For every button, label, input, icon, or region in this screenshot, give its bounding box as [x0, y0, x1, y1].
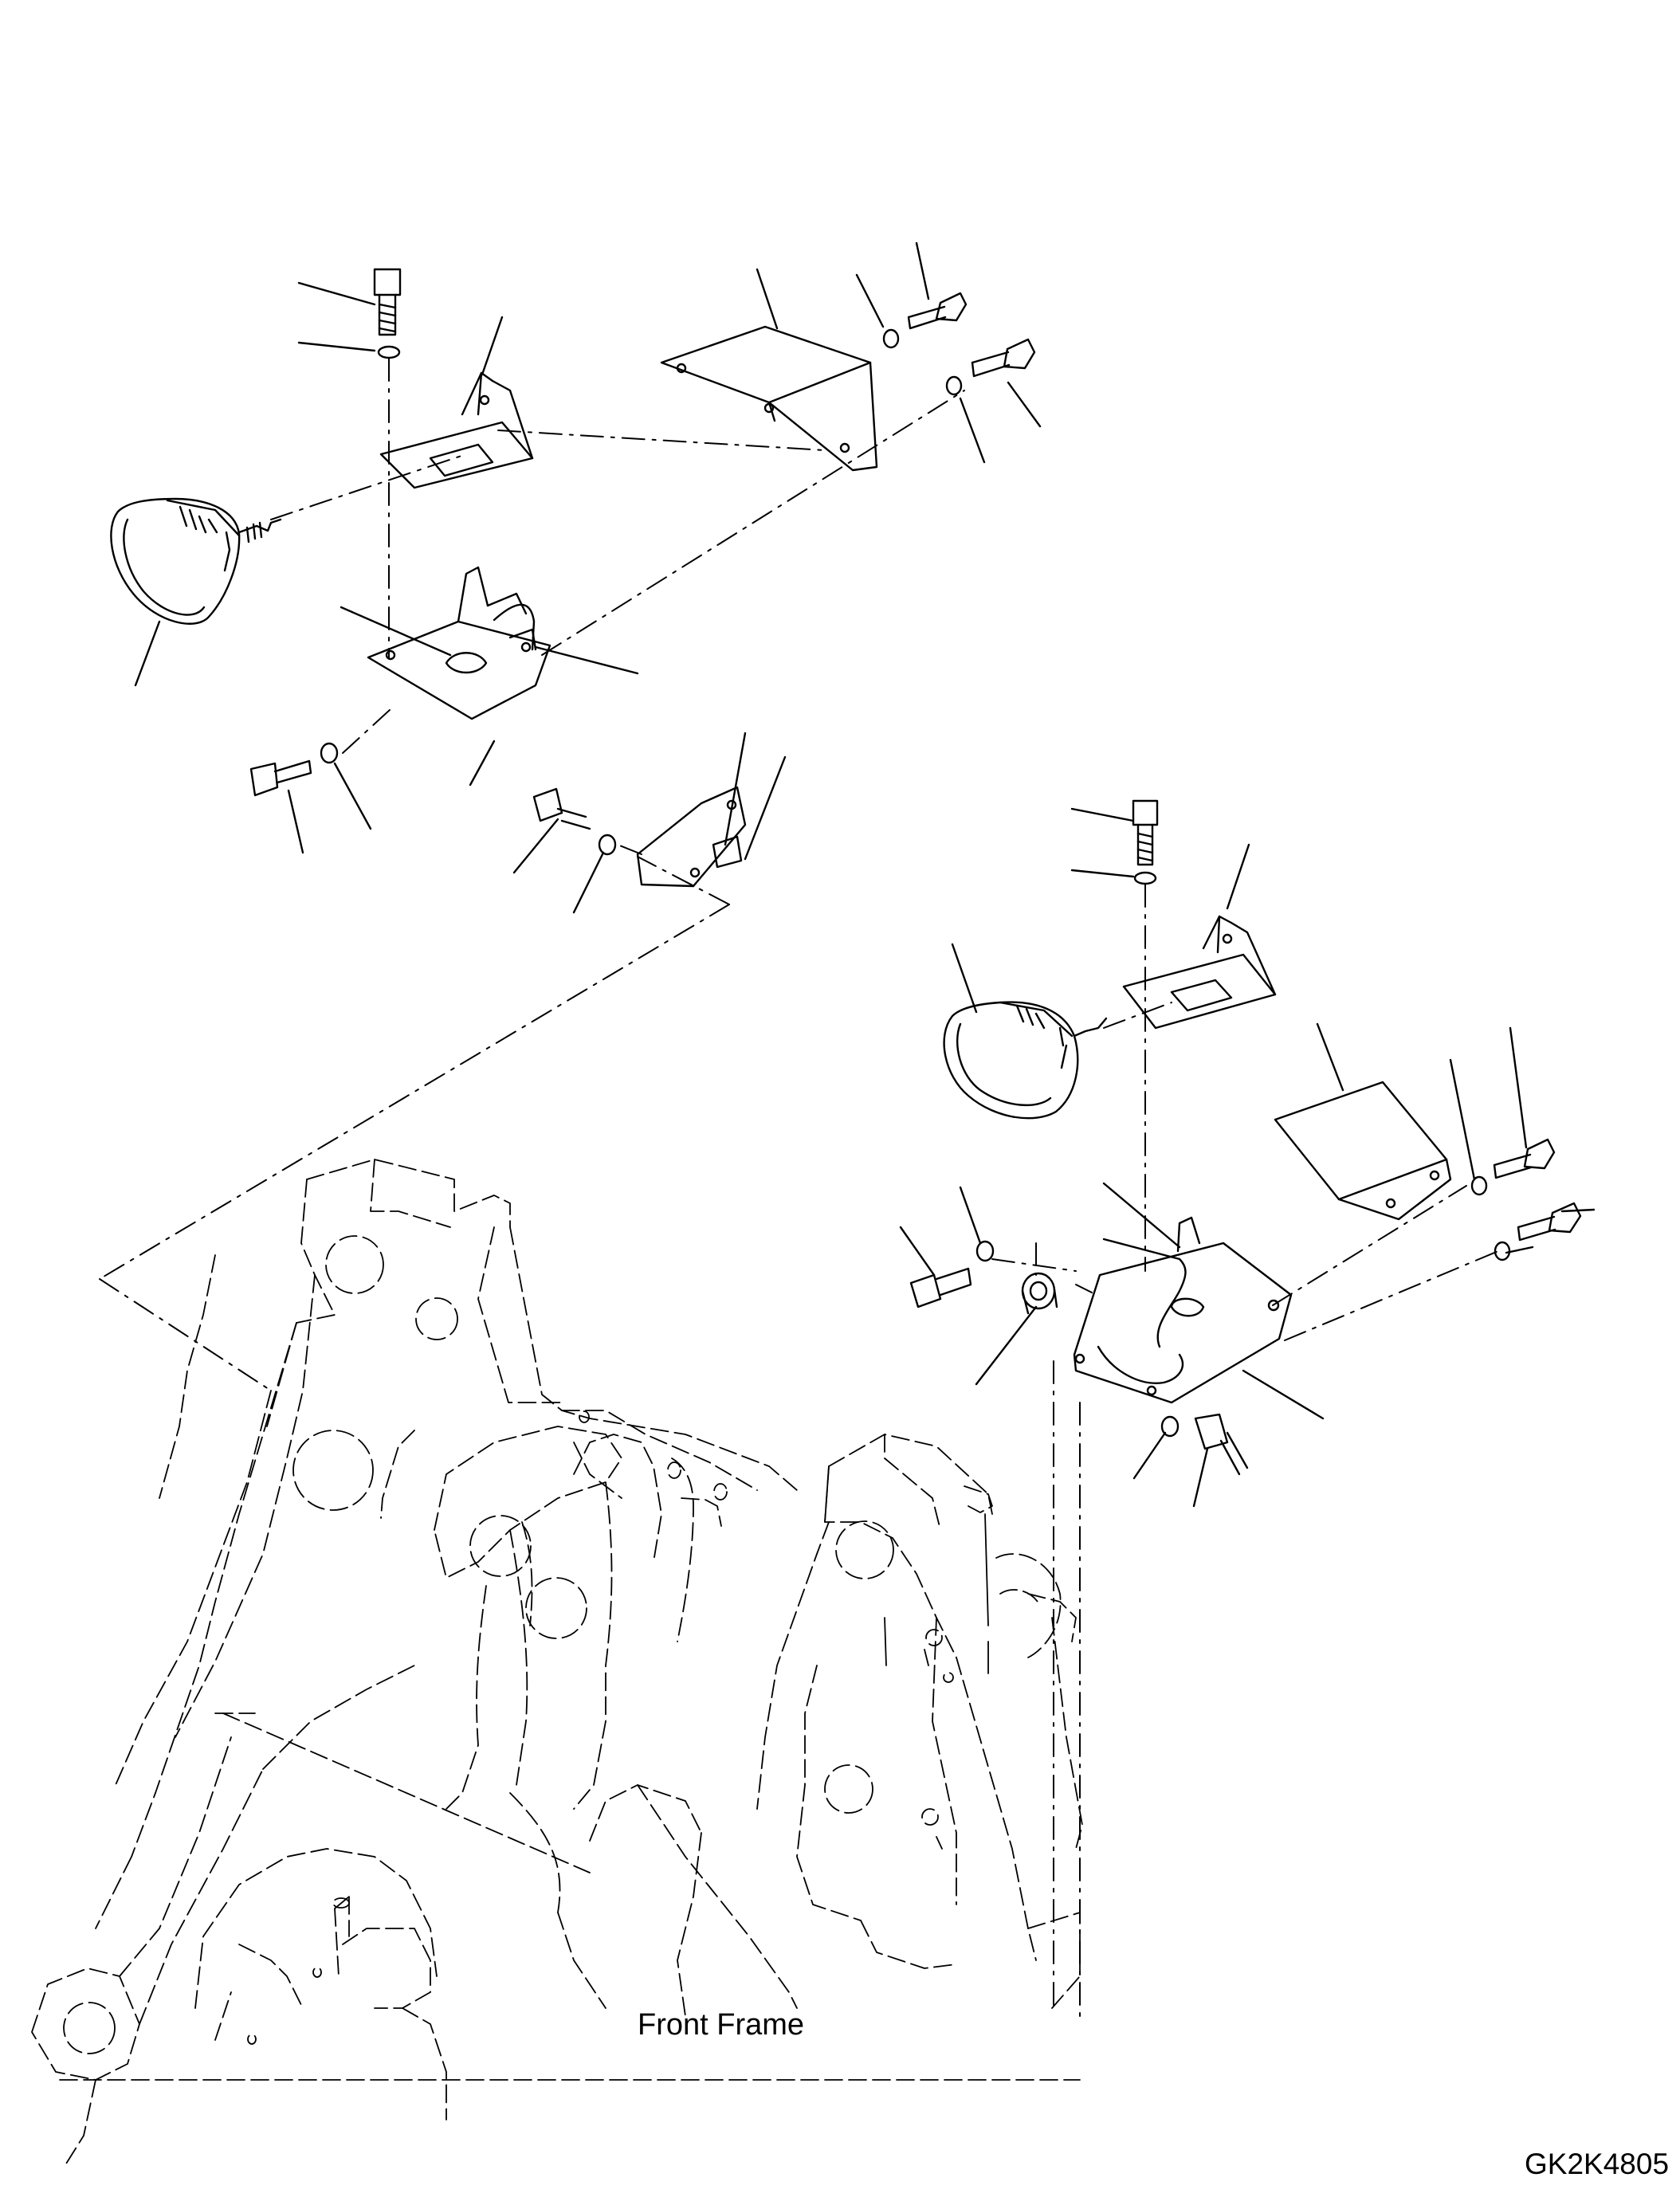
lower-mounting-plate [1274, 1081, 1452, 1221]
lower-bolt-vertical [1132, 799, 1159, 866]
lower-lamp-assembly [899, 799, 1596, 2017]
upper-bolt-vertical [373, 268, 402, 336]
upper-mounting-plate [660, 325, 878, 472]
lower-work-lamp [943, 1001, 1108, 1120]
drawing-code: GK2K4805 [1525, 2148, 1669, 2180]
front-frame-side-plate [824, 1465, 989, 1674]
lower-base-bracket [1073, 1216, 1293, 1404]
upper-lamp-assembly [99, 241, 1042, 1391]
lower-bolt-right-1 [1493, 1138, 1556, 1179]
upper-bolt-right-2 [971, 338, 1036, 378]
upper-base-bracket [367, 566, 551, 720]
lower-bolt-right-2 [1517, 1202, 1582, 1242]
upper-bolt-lower-left [249, 759, 312, 797]
lower-bolt-bottom [1194, 1413, 1249, 1476]
upper-work-lamp [110, 497, 282, 625]
front-frame-outline [31, 1159, 1083, 2168]
lower-bolt-left [909, 1267, 972, 1308]
upper-bolt-lower-center [532, 787, 591, 830]
upper-bolt-right-1 [907, 292, 968, 330]
upper-gusset-plate [636, 786, 747, 888]
lower-grommet [1021, 1272, 1058, 1315]
front-frame-label: Front Frame [638, 2008, 804, 2042]
upper-lamp-bracket [379, 371, 534, 489]
